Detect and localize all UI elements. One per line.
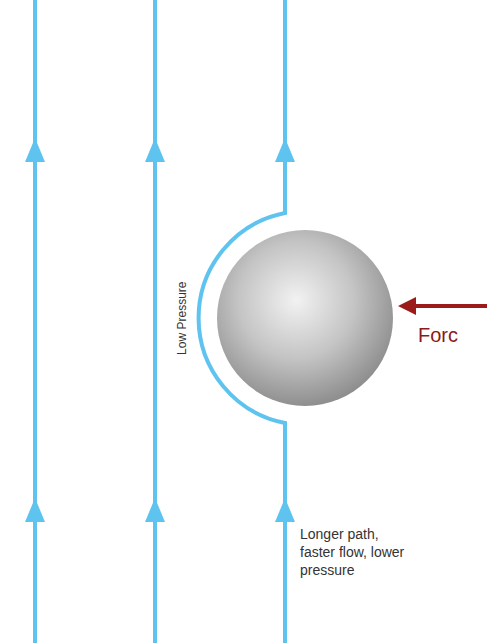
streamline <box>33 0 37 643</box>
force-label: Forc <box>418 323 458 347</box>
arrowhead <box>25 138 45 162</box>
arrowhead <box>145 498 165 522</box>
flow-note: Longer path, faster flow, lower pressure <box>300 525 412 580</box>
force-arrow <box>398 297 487 315</box>
arrowhead <box>25 498 45 522</box>
arrowhead <box>275 138 295 162</box>
arrowhead <box>145 138 165 162</box>
arrowhead <box>275 498 295 522</box>
force-arrow-shaft <box>412 304 487 308</box>
force-arrow-head <box>398 297 416 315</box>
ball <box>217 230 393 406</box>
pressure-label: Low Pressure <box>176 281 190 354</box>
streamline <box>153 0 157 643</box>
